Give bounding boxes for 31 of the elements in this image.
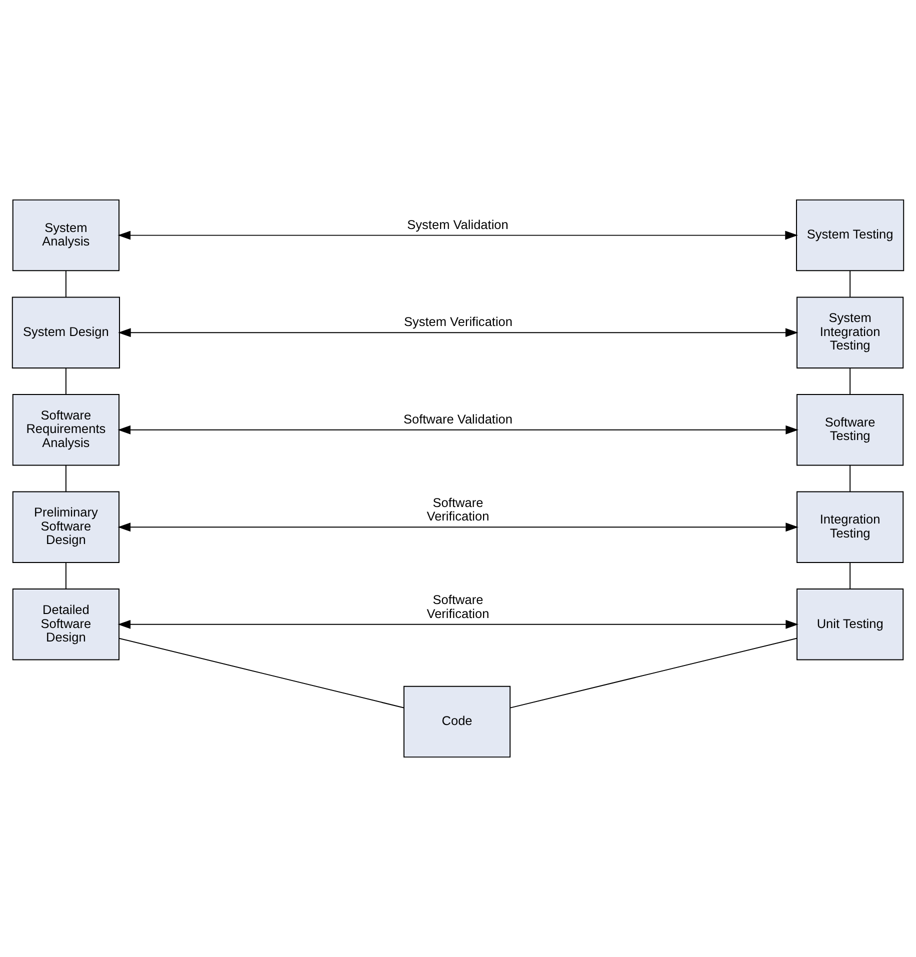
arrow bbox=[118, 328, 798, 338]
edge-label: Software Verification bbox=[426, 494, 490, 524]
node-box: Unit Testing bbox=[796, 588, 904, 660]
connector bbox=[510, 638, 798, 708]
connector bbox=[850, 464, 851, 492]
edge-label: Software Verification bbox=[426, 592, 490, 621]
connector bbox=[118, 638, 404, 708]
arrow bbox=[118, 620, 798, 629]
node-box: System Testing bbox=[796, 199, 904, 272]
connector bbox=[65, 562, 66, 590]
node-box: Software Requirements Analysis bbox=[12, 394, 120, 466]
node-box: System Design bbox=[12, 296, 120, 368]
node-box: System Analysis bbox=[12, 199, 120, 272]
connector bbox=[65, 270, 66, 298]
edge-label: System Validation bbox=[407, 216, 508, 232]
node-box: System Integration Testing bbox=[796, 296, 904, 368]
node-box: Software Testing bbox=[796, 394, 904, 466]
node-box: Preliminary Software Design bbox=[12, 491, 120, 563]
arrow bbox=[118, 522, 798, 532]
connector bbox=[850, 562, 851, 590]
connector bbox=[850, 270, 851, 298]
connector bbox=[850, 367, 851, 395]
edge-label: System Verification bbox=[404, 314, 513, 330]
node-box: Integration Testing bbox=[796, 491, 904, 563]
node-box: Detailed Software Design bbox=[12, 588, 120, 660]
arrow bbox=[118, 425, 798, 434]
arrow bbox=[118, 230, 798, 240]
connector bbox=[65, 464, 66, 492]
edge-label: Software Validation bbox=[403, 411, 513, 426]
connector bbox=[65, 367, 66, 395]
node-box: Code bbox=[403, 686, 511, 758]
